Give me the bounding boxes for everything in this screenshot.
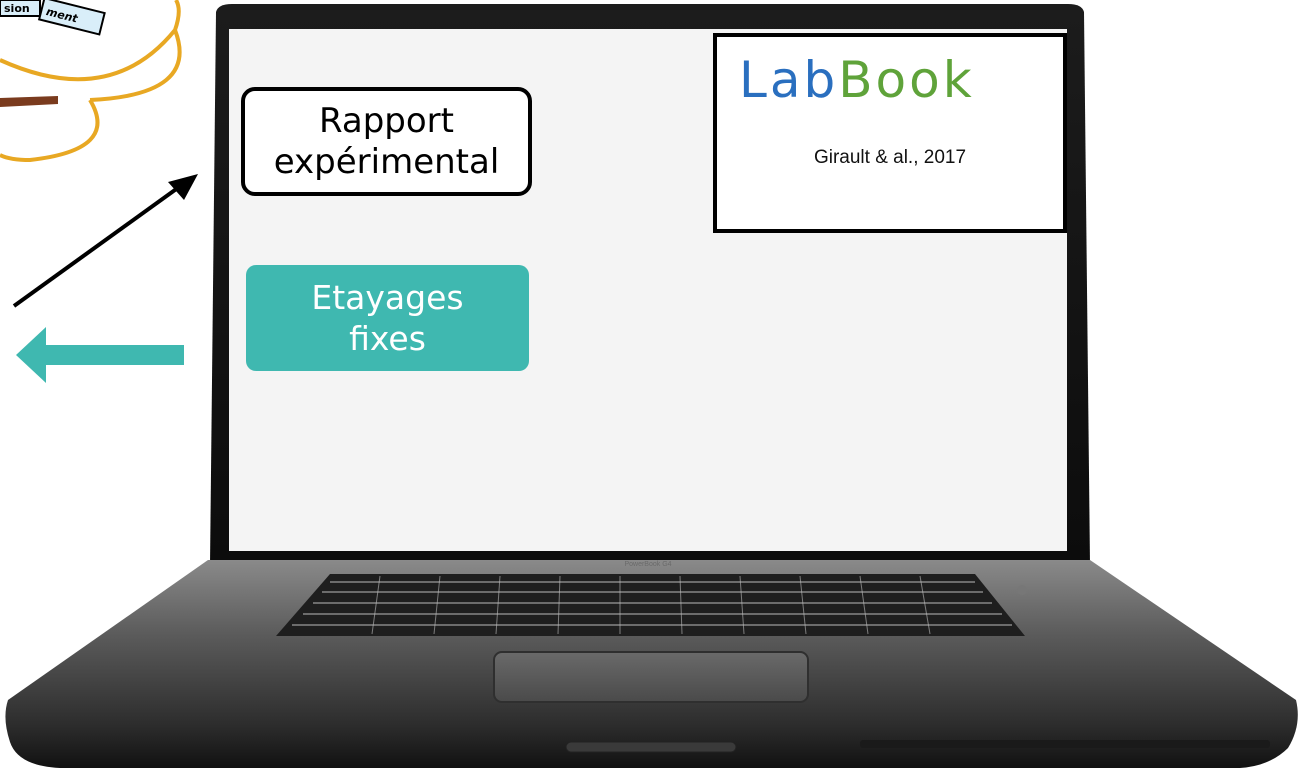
labbook-credit: Girault & al., 2017 [813,147,967,168]
teal-arrow [16,327,184,383]
etayages-box: Etayages fixes [246,265,529,371]
cloud-tag-1-text: sion [4,2,30,15]
keyboard [276,574,1025,636]
labbook-logo: LabBook [739,51,975,109]
cloud-graphic: sion ment [0,0,182,163]
labbook-box: LabBook Girault & al., 2017 [713,33,1067,233]
rapport-text: Rapport expérimental [273,100,500,182]
cloud-tag-2 [37,0,106,36]
labbook-logo-part2: Book [838,51,975,109]
labbook-logo-part1: Lab [739,51,839,109]
cloud-tag-1 [0,0,41,17]
etayages-text: Etayages fixes [311,278,464,358]
cloud-outline [0,0,182,163]
rapport-box: Rapport expérimental [241,87,532,196]
black-arrow [12,174,198,308]
cloud-brown-bar [0,96,58,107]
trackpad [493,651,809,703]
